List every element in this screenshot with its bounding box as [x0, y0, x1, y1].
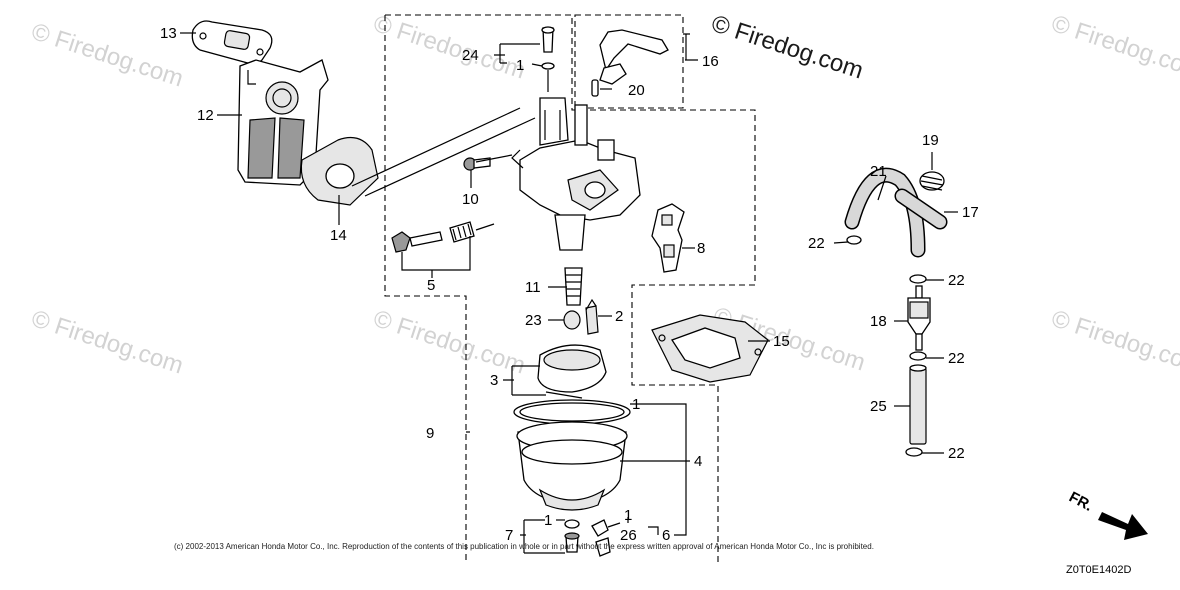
front-direction-arrow: FR. — [1066, 489, 1148, 540]
callout-23: 23 — [525, 312, 542, 329]
callout-9: 9 — [426, 425, 434, 442]
diagram-code: Z0T0E1402D — [1066, 564, 1131, 576]
gasket-13 — [191, 20, 273, 65]
callout-24: 24 — [462, 47, 479, 64]
callout-7: 7 — [505, 527, 513, 544]
callout-1b: 1 — [632, 396, 640, 413]
float-bowl-4 — [513, 399, 631, 511]
callout-1c: 1 — [544, 512, 552, 529]
callout-26: 26 — [620, 527, 637, 544]
bracket-8 — [651, 203, 685, 273]
fuel-tube-25 — [909, 364, 927, 445]
callout-21: 21 — [870, 163, 887, 180]
assembly-outline — [384, 14, 756, 562]
callout-25: 25 — [870, 398, 887, 415]
direction-label: FR. — [1066, 489, 1095, 515]
callout-20: 20 — [628, 82, 645, 99]
gasket-14 — [300, 107, 536, 206]
callout-5: 5 — [427, 277, 435, 294]
callout-14: 14 — [330, 227, 347, 244]
watermark-faint: © Firedog.com — [28, 305, 186, 379]
choke-lever-16 — [591, 29, 669, 97]
callout-13: 13 — [160, 25, 177, 42]
callout-22c: 22 — [948, 350, 965, 367]
fuel-tube-17 — [894, 188, 948, 230]
callout-22d: 22 — [948, 445, 965, 462]
fuel-line-21 — [844, 167, 926, 258]
screw-10 — [463, 154, 513, 171]
callout-11: 11 — [525, 279, 541, 296]
screw-24 — [541, 26, 555, 92]
drain-screw-7 — [564, 519, 611, 557]
leader-lines — [180, 32, 958, 554]
spring-19 — [919, 171, 945, 191]
callout-8: 8 — [697, 240, 705, 257]
watermark-main: © Firedog.com — [708, 10, 866, 84]
callout-3: 3 — [490, 372, 498, 389]
watermark-faint: © Firedog.com — [1048, 305, 1180, 379]
callout-labels: 13 12 14 24 1 16 20 10 5 11 23 2 8 15 3 … — [160, 25, 979, 544]
callout-12: 12 — [197, 107, 214, 124]
callout-15: 15 — [773, 333, 790, 350]
callout-4: 4 — [694, 453, 702, 470]
callout-22b: 22 — [948, 272, 965, 289]
fuel-filter-18 — [907, 285, 931, 351]
callout-1a: 1 — [516, 57, 524, 74]
watermark-faint: © Firedog.com — [370, 305, 528, 379]
watermark-faint: © Firedog.com — [370, 10, 528, 84]
callout-18: 18 — [870, 313, 887, 330]
watermark-faint: © Firedog.com — [1048, 10, 1180, 84]
callout-2: 2 — [615, 308, 623, 325]
copyright-notice: (c) 2002-2013 American Honda Motor Co., … — [174, 542, 874, 551]
clips-22 — [846, 235, 927, 457]
insulator-12 — [237, 59, 329, 186]
float-3 — [537, 344, 607, 399]
callout-6: 6 — [662, 527, 670, 544]
callout-10: 10 — [462, 191, 479, 208]
gasket-15 — [651, 314, 769, 383]
carburetor-body — [511, 97, 641, 251]
callout-17: 17 — [962, 204, 979, 221]
callout-19: 19 — [922, 132, 939, 149]
callout-1d: 1 — [624, 507, 632, 524]
callout-22a: 22 — [808, 235, 825, 252]
pilot-screw-5 — [391, 221, 495, 253]
main-jet-11 — [563, 267, 599, 335]
callout-16: 16 — [702, 53, 719, 70]
